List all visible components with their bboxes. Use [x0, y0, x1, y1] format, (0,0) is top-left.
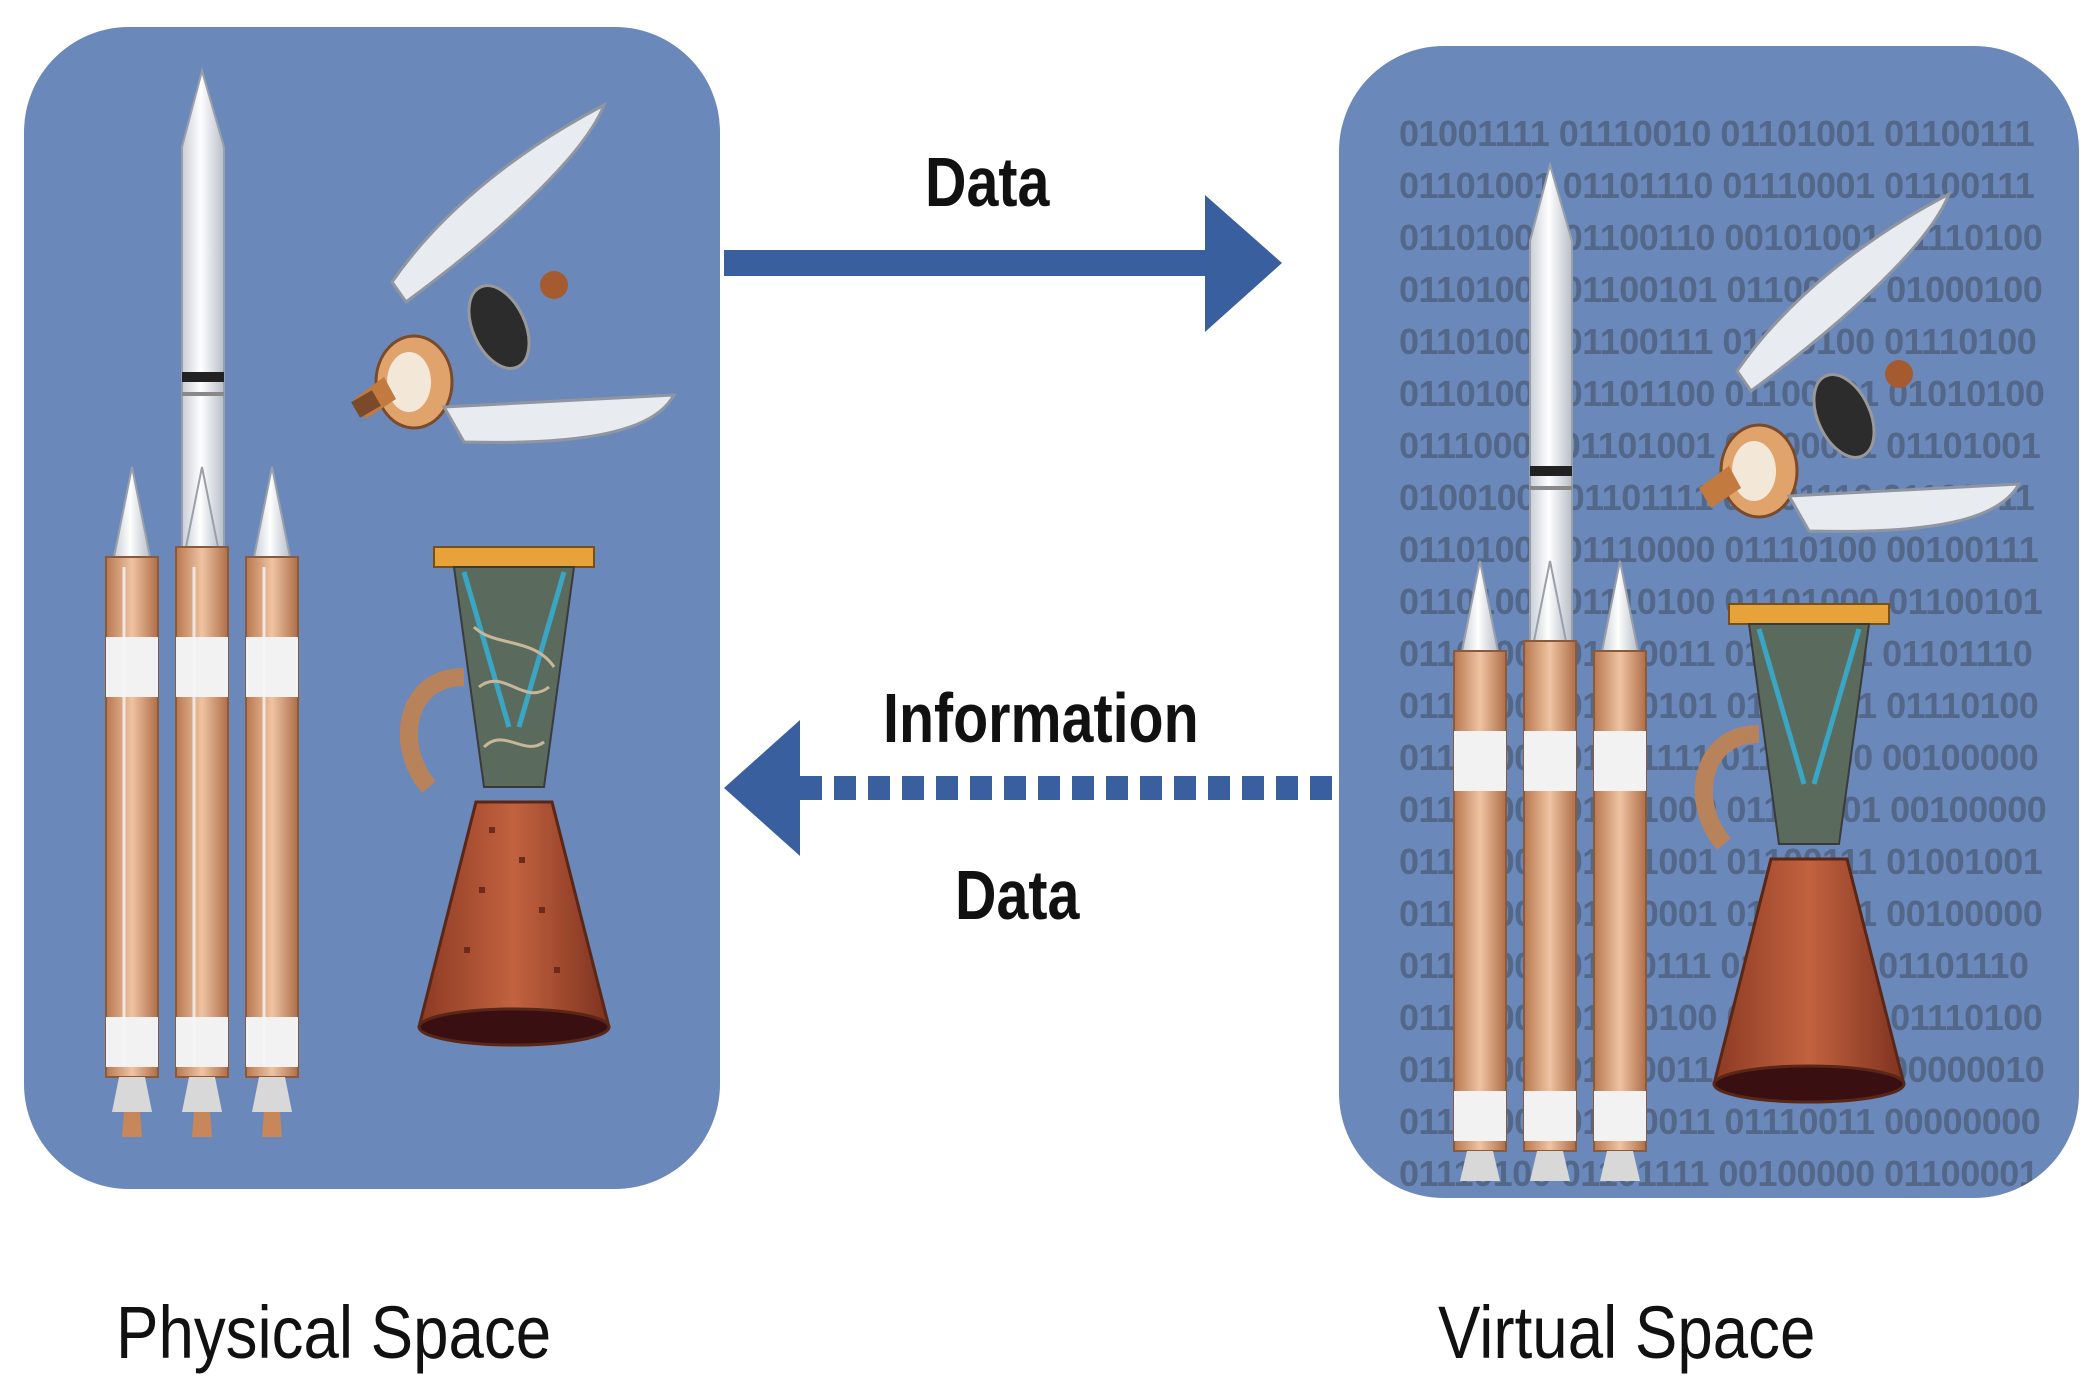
rocket-icon	[105, 67, 299, 1137]
physical-space-panel	[24, 27, 720, 1189]
rocket-assembly-physical	[105, 67, 677, 1137]
rocket-engine-icon	[399, 546, 611, 1047]
physical-space-label: Physical Space	[116, 1291, 552, 1374]
dashed-arrow-left-icon	[724, 720, 1332, 856]
data-label-top: Data	[925, 143, 1050, 221]
data-label-bottom: Data	[955, 856, 1080, 934]
binary-line: 01101001 01101110 01110001 01100111	[1399, 165, 2035, 206]
information-label: Information	[883, 679, 1199, 757]
virtual-space-panel: 01001111 01110010 01101001 01100111 01101…	[1339, 46, 2079, 1198]
rocket-icon	[1453, 161, 1647, 1181]
spacecraft-components-icon	[351, 101, 677, 444]
rocket-assembly-virtual	[1453, 161, 2022, 1181]
binary-line: 01101001 01110000 01110100 00100111	[1399, 529, 2039, 570]
rocket-engine-icon	[1694, 603, 1906, 1104]
virtual-space-label: Virtual Space	[1438, 1291, 1816, 1374]
spacecraft-components-icon	[1699, 190, 2022, 533]
binary-line: 01001111 01110010 01101001 01100111	[1399, 113, 2035, 154]
binary-line: 01101001 01100110 00101001 01110100	[1399, 217, 2043, 258]
arrow-right-icon	[724, 195, 1282, 332]
